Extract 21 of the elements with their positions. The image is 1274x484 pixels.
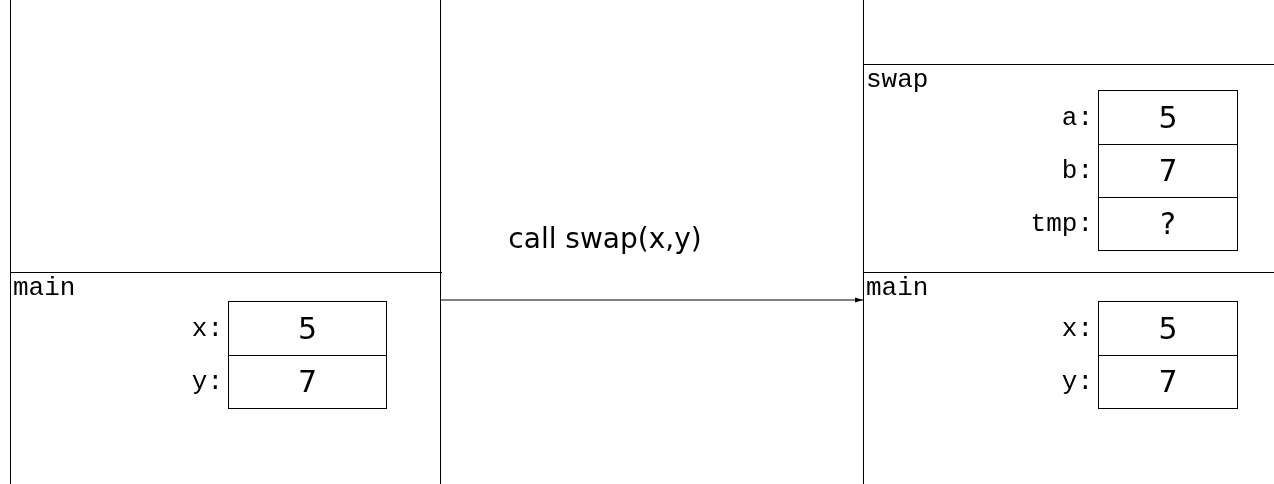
variable-name: b:	[1061, 156, 1093, 186]
frame-name: swap	[866, 65, 929, 95]
variable-value: ?	[1160, 207, 1176, 241]
variable-value: 5	[297, 311, 318, 346]
stack-panel	[863, 0, 1274, 484]
variable-name: tmp:	[1030, 209, 1093, 239]
variable-name: x:	[1061, 313, 1093, 344]
arrow	[440, 297, 864, 303]
variable-name: x:	[191, 313, 223, 344]
frame-name: main	[866, 273, 929, 303]
variable-value: 5	[1158, 100, 1178, 135]
variable-name: a:	[1061, 102, 1093, 133]
variable-name: y:	[1061, 367, 1093, 397]
variable-value: 7	[1158, 154, 1178, 188]
variable-value: 7	[297, 365, 318, 399]
variable-value: 7	[1158, 365, 1178, 399]
variable-name: y:	[191, 367, 223, 397]
edge-label: call swap(x,y)	[508, 222, 702, 256]
frame-name: main	[13, 273, 76, 303]
variable-value: 5	[1158, 311, 1178, 346]
stack-panel	[10, 0, 441, 484]
